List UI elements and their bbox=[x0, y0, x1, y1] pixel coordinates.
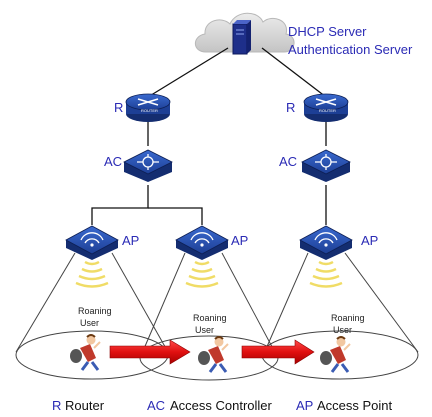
access-point-icon bbox=[175, 225, 229, 260]
router-label-right: R bbox=[286, 100, 295, 115]
roaming-arrow-icon bbox=[109, 339, 191, 365]
server-label-line2: Authentication Server bbox=[288, 42, 413, 57]
server-cloud bbox=[194, 12, 295, 55]
roaming-user-icon bbox=[70, 334, 101, 371]
server-icon bbox=[232, 20, 251, 55]
network-links bbox=[91, 47, 327, 225]
ac-label-left: AC bbox=[104, 154, 122, 169]
router-caption: ROUTER bbox=[319, 108, 336, 113]
access-controller-icon bbox=[301, 149, 351, 182]
signal-icon bbox=[75, 260, 109, 288]
router-label-left: R bbox=[114, 100, 123, 115]
router-icon: ROUTER bbox=[303, 93, 349, 122]
user-label-1-line1: Roaning bbox=[78, 306, 112, 316]
legend-ac-text: Access Controller bbox=[170, 398, 273, 413]
legend-r-text: Router bbox=[65, 398, 105, 413]
user-label-2-line2: User bbox=[195, 325, 214, 335]
ap-label-2: AP bbox=[231, 233, 248, 248]
access-controller-icon bbox=[123, 149, 173, 182]
router-caption: ROUTER bbox=[141, 108, 158, 113]
access-point-icon bbox=[299, 225, 353, 260]
roaming-user-icon bbox=[320, 336, 351, 373]
user-label-3-line1: Roaning bbox=[331, 313, 365, 323]
ap-label-1: AP bbox=[122, 233, 139, 248]
roaming-user-icon bbox=[198, 336, 229, 373]
signal-icon bbox=[185, 260, 219, 288]
router-icon: ROUTER bbox=[125, 93, 171, 122]
user-label-1-line2: User bbox=[80, 318, 99, 328]
legend: R Router AC Access Controller AP Access … bbox=[52, 398, 393, 413]
legend-ap-text: Access Point bbox=[317, 398, 393, 413]
legend-ap-key: AP bbox=[296, 398, 313, 413]
user-label-3-line2: User bbox=[333, 325, 352, 335]
user-label-2-line1: Roaning bbox=[193, 313, 227, 323]
legend-ac-key: AC bbox=[147, 398, 165, 413]
server-label-line1: DHCP Server bbox=[288, 24, 367, 39]
signal-icon bbox=[309, 260, 343, 288]
access-point-icon bbox=[65, 225, 119, 260]
roaming-arrow-icon bbox=[241, 339, 315, 365]
ac-label-right: AC bbox=[279, 154, 297, 169]
legend-r-key: R bbox=[52, 398, 61, 413]
ap-label-3: AP bbox=[361, 233, 378, 248]
